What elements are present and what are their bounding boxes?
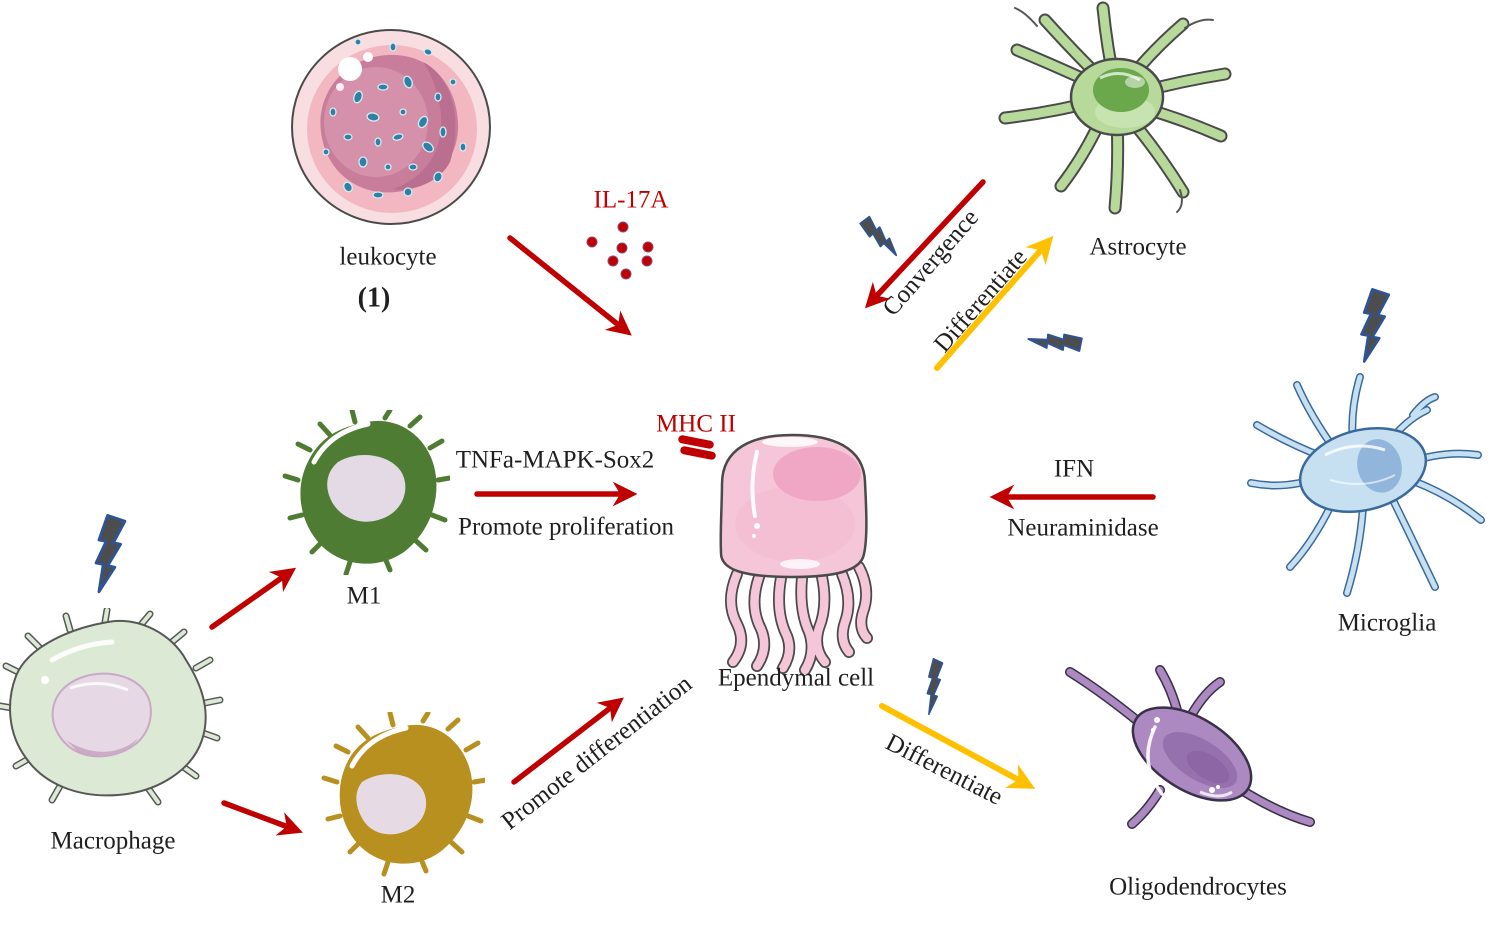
arrow-macrophage-to-m2 [221,800,303,836]
oligodendrocyte-cell-illustration [1065,665,1315,829]
label-m1: M1 [346,582,382,610]
il17a-molecule-dots [586,221,654,280]
ependymal-cell-illustration [719,433,873,674]
m1-cell-illustration [282,410,450,575]
macrophage-cell-illustration [0,608,224,806]
label-tnfa-mapk-sox2: TNFa-MAPK-Sox2 [455,446,655,474]
label-oligodendrocytes: Oligodendrocytes [1109,873,1287,901]
leukocyte-granules [322,38,467,199]
astrocyte-cell-illustration [998,1,1232,215]
label-neuraminidase: Neuraminidase [1007,514,1159,542]
label-il17a: IL-17A [593,186,669,214]
label-promote-proliferation: Promote proliferation [458,513,674,541]
lightning-icon [94,213,1391,716]
arrow-convergence [864,179,986,309]
arrow-differentiate-to-oligodendrocytes [879,703,1036,789]
arrow-differentiate-to-astrocyte [934,235,1054,371]
label-m2: M2 [380,881,416,909]
label-ependymal-cell: Ependymal cell [717,664,875,692]
label-microglia: Microglia [1337,609,1437,637]
label-macrophage: Macrophage [50,827,176,855]
label-ifn: IFN [1053,455,1095,483]
label-mhc2: MHC II [656,410,736,438]
arrow-leukocyte-to-ependymal [507,235,632,336]
arrow-promote-differentiation [511,697,624,785]
label-astrocyte: Astrocyte [1089,233,1187,261]
label-leukocyte: leukocyte [339,243,437,271]
m2-cell-illustration [321,712,485,877]
label-step-number: (1) [357,282,391,314]
arrow-macrophage-to-m1 [209,567,297,630]
leukocyte-cell-illustration [291,29,491,225]
mhc2-receptor-bars [678,435,716,460]
microglia-cell-illustration [1247,373,1485,597]
